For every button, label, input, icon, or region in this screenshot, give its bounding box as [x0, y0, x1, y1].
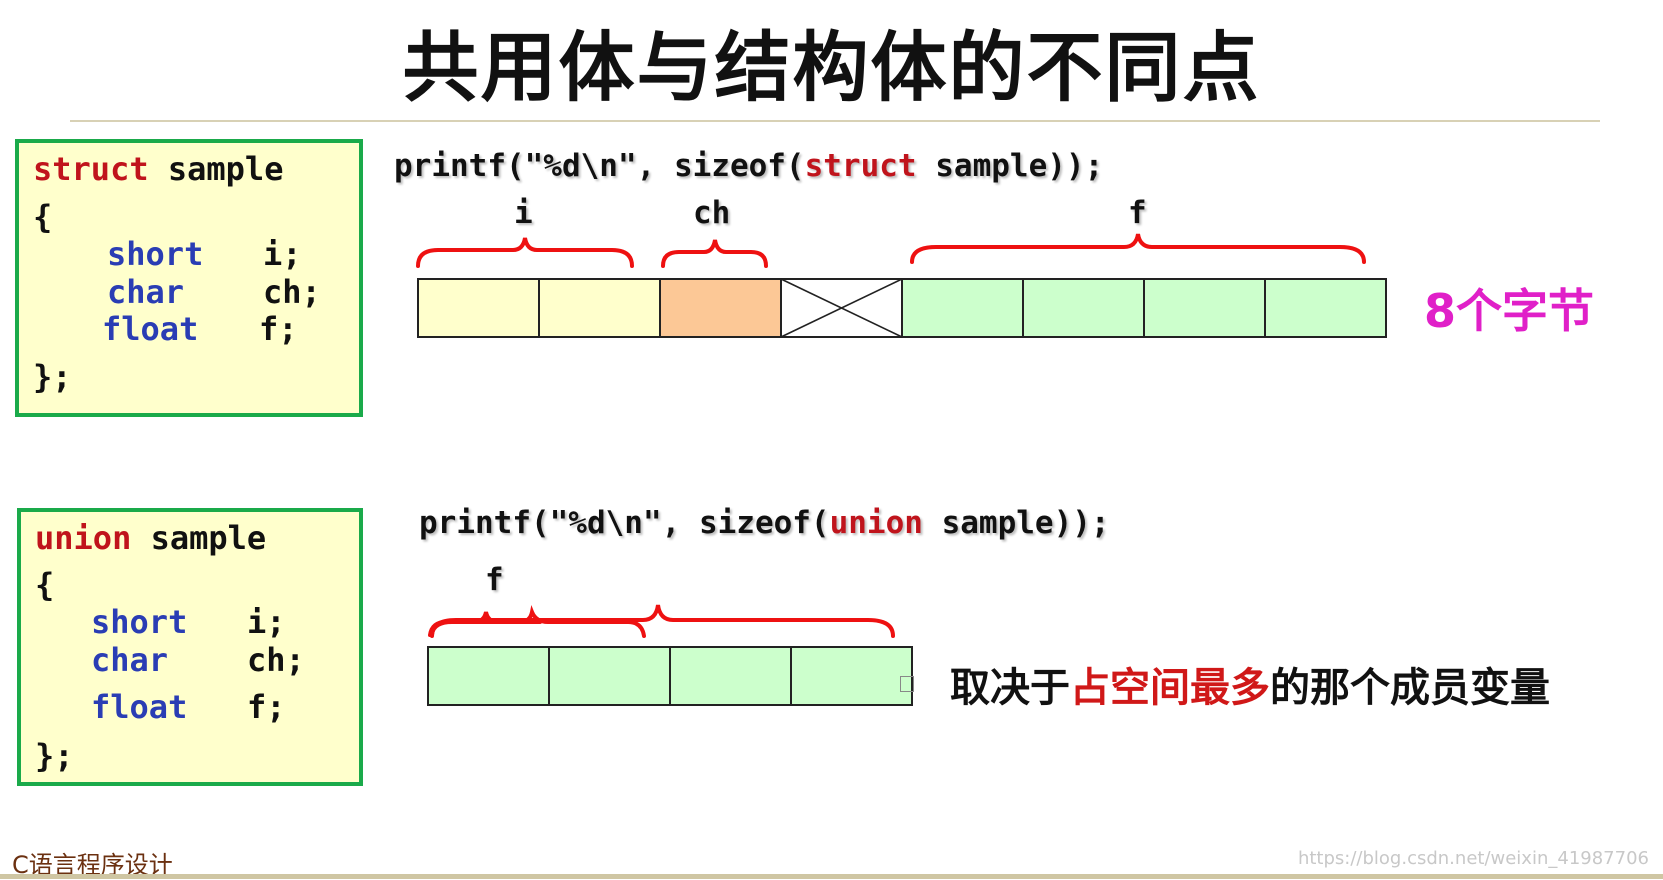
printf-suffix: sample));	[922, 505, 1110, 541]
title-divider	[70, 120, 1600, 122]
union-result-suffix: 的那个成员变量	[1270, 665, 1550, 711]
printf-prefix: printf("%d\n", sizeof(	[394, 148, 805, 184]
struct-member-var: i;	[263, 235, 302, 273]
brace-struct-f	[910, 233, 1366, 264]
union-cell-f	[669, 646, 792, 706]
struct-member-var: ch;	[263, 273, 321, 311]
union-member-var: ch;	[247, 641, 305, 679]
union-size-result: 取决于占空间最多的那个成员变量	[950, 655, 1550, 713]
printf-keyword: struct	[804, 148, 917, 184]
printf-suffix: sample));	[916, 148, 1104, 184]
struct-cell-f	[1264, 278, 1387, 338]
struct-close-brace: };	[33, 358, 72, 396]
struct-cell-f	[1143, 278, 1266, 338]
struct-label-i: i	[514, 195, 533, 231]
struct-printf-line: printf("%d\n", sizeof(struct sample));	[394, 148, 1103, 184]
brace-union-i	[430, 605, 646, 638]
struct-cell-i	[538, 278, 661, 338]
struct-cell-f	[901, 278, 1024, 338]
struct-cell-i	[417, 278, 540, 338]
struct-label-f: f	[1128, 195, 1147, 231]
brace-struct-i	[416, 237, 634, 268]
union-member-var: i;	[247, 603, 286, 641]
printf-prefix: printf("%d\n", sizeof(	[419, 505, 830, 541]
struct-member-type: short	[107, 235, 204, 273]
struct-member-type: float	[102, 310, 199, 348]
union-label-f: f	[485, 562, 504, 598]
struct-label-ch: ch	[693, 195, 731, 231]
padding-cross	[780, 278, 903, 338]
union-member-type: short	[91, 603, 188, 641]
struct-cell-f	[1022, 278, 1145, 338]
brace-struct-ch	[661, 239, 768, 268]
union-name: sample	[131, 519, 267, 557]
struct-keyword: struct	[33, 150, 149, 188]
union-member-type: char	[91, 641, 169, 679]
union-close-brace: };	[35, 737, 74, 775]
struct-member-var: f;	[259, 310, 298, 348]
union-open-brace: {	[35, 566, 55, 604]
struct-open-brace: {	[33, 198, 53, 236]
printf-keyword: union	[829, 505, 923, 541]
small-square-icon	[900, 676, 914, 692]
struct-header-line: struct sample	[33, 153, 283, 185]
union-printf-line: printf("%d\n", sizeof(union sample));	[419, 505, 1110, 541]
union-cell-f	[427, 646, 550, 706]
union-result-highlight: 占空间最多	[1070, 665, 1270, 711]
union-member-type: float	[91, 688, 188, 726]
union-header-line: union sample	[35, 522, 266, 554]
union-code-box: union sample { short i; char ch; float f…	[17, 508, 363, 786]
union-cell-f	[548, 646, 671, 706]
page-title: 共用体与结构体的不同点	[402, 23, 1261, 112]
union-member-var: f;	[247, 688, 286, 726]
struct-code-box: struct sample { short i; char ch; float …	[15, 139, 363, 417]
bottom-bar	[0, 874, 1663, 879]
union-result-prefix: 取决于	[950, 665, 1070, 711]
struct-size-result: 8个字节	[1424, 284, 1595, 338]
union-keyword: union	[35, 519, 132, 557]
struct-member-type: char	[107, 273, 185, 311]
struct-name: sample	[148, 150, 284, 188]
watermark-url: https://blog.csdn.net/weixin_41987706	[1297, 848, 1649, 869]
